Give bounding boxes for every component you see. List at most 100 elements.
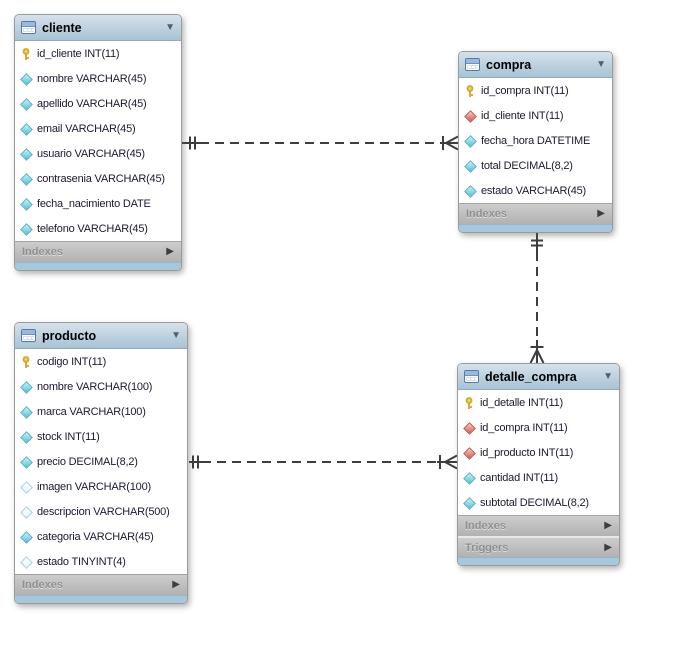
collapse-arrow-icon[interactable]: ▼ — [596, 58, 606, 70]
expand-arrow-icon: ▶ — [604, 520, 612, 531]
column-label: stock INT(11) — [37, 430, 100, 443]
section-label: Indexes — [22, 246, 63, 258]
columns-list: id_detalle INT(11) id_compra INT(11) id_… — [458, 390, 619, 515]
section-row[interactable]: Indexes ▶ — [459, 203, 612, 224]
entity-table-compra[interactable]: compra ▼ id_compra INT(11) id_cliente IN… — [458, 51, 613, 233]
table-header-detalle_compra[interactable]: detalle_compra ▼ — [458, 364, 619, 390]
foreign-key-icon — [464, 109, 477, 122]
column-row[interactable]: total DECIMAL(8,2) — [459, 153, 612, 178]
column-row[interactable]: id_cliente INT(11) — [459, 103, 612, 128]
columns-list: id_compra INT(11) id_cliente INT(11) fec… — [459, 78, 612, 203]
column-icon — [20, 97, 33, 110]
column-row[interactable]: estado VARCHAR(45) — [459, 178, 612, 203]
column-row[interactable]: marca VARCHAR(100) — [15, 399, 187, 424]
column-label: descripcion VARCHAR(500) — [37, 505, 170, 518]
column-row[interactable]: subtotal DECIMAL(8,2) — [458, 490, 619, 515]
foreign-key-icon — [463, 421, 476, 434]
relationship-producto-detalle_compra[interactable] — [189, 454, 458, 470]
collapse-arrow-icon[interactable]: ▼ — [165, 21, 175, 33]
column-row[interactable]: imagen VARCHAR(100) — [15, 474, 187, 499]
section-row[interactable]: Indexes ▶ — [15, 241, 181, 262]
column-icon — [464, 134, 477, 147]
column-row[interactable]: id_producto INT(11) — [458, 440, 619, 465]
column-row[interactable]: categoria VARCHAR(45) — [15, 524, 187, 549]
sections: Indexes ▶ — [459, 203, 612, 224]
column-label: precio DECIMAL(8,2) — [37, 455, 138, 468]
column-row[interactable]: fecha_hora DATETIME — [459, 128, 612, 153]
expand-arrow-icon: ▶ — [172, 579, 180, 590]
section-row[interactable]: Indexes ▶ — [15, 574, 187, 595]
column-icon — [20, 405, 33, 418]
column-label: codigo INT(11) — [37, 355, 107, 368]
sections: Indexes ▶ — [15, 241, 181, 262]
primary-key-icon — [20, 355, 33, 368]
column-label: categoria VARCHAR(45) — [37, 530, 154, 543]
column-icon — [20, 172, 33, 185]
table-header-producto[interactable]: producto ▼ — [15, 323, 187, 349]
column-row[interactable]: stock INT(11) — [15, 424, 187, 449]
column-icon — [464, 159, 477, 172]
column-label: contrasenia VARCHAR(45) — [37, 172, 165, 185]
column-row[interactable]: usuario VARCHAR(45) — [15, 141, 181, 166]
table-header-compra[interactable]: compra ▼ — [459, 52, 612, 78]
column-row[interactable]: nombre VARCHAR(100) — [15, 374, 187, 399]
column-label: estado VARCHAR(45) — [481, 184, 587, 197]
column-row[interactable]: id_compra INT(11) — [458, 415, 619, 440]
column-label: id_cliente INT(11) — [37, 47, 120, 60]
table-footer — [458, 557, 619, 565]
column-label: apellido VARCHAR(45) — [37, 97, 147, 110]
column-row[interactable]: nombre VARCHAR(45) — [15, 66, 181, 91]
collapse-arrow-icon[interactable]: ▼ — [603, 370, 613, 382]
table-footer — [15, 595, 187, 603]
section-row[interactable]: Triggers ▶ — [458, 536, 619, 557]
column-row[interactable]: estado TINYINT(4) — [15, 549, 187, 574]
table-icon — [21, 329, 36, 342]
column-row[interactable]: cantidad INT(11) — [458, 465, 619, 490]
column-label: email VARCHAR(45) — [37, 122, 136, 135]
column-label: cantidad INT(11) — [480, 471, 558, 484]
column-label: fecha_hora DATETIME — [481, 134, 591, 147]
collapse-arrow-icon[interactable]: ▼ — [171, 329, 181, 341]
column-icon — [20, 430, 33, 443]
column-label: id_detalle INT(11) — [480, 396, 564, 409]
column-label: id_compra INT(11) — [481, 84, 569, 97]
column-row[interactable]: id_detalle INT(11) — [458, 390, 619, 415]
section-row[interactable]: Indexes ▶ — [458, 515, 619, 536]
column-row[interactable]: codigo INT(11) — [15, 349, 187, 374]
primary-key-icon — [464, 84, 477, 97]
table-header-cliente[interactable]: cliente ▼ — [15, 15, 181, 41]
entity-table-producto[interactable]: producto ▼ codigo INT(11) nombre VARCHAR… — [14, 322, 188, 604]
column-row[interactable]: contrasenia VARCHAR(45) — [15, 166, 181, 191]
table-footer — [15, 262, 181, 270]
column-label: usuario VARCHAR(45) — [37, 147, 145, 160]
section-label: Indexes — [466, 208, 507, 220]
column-row[interactable]: descripcion VARCHAR(500) — [15, 499, 187, 524]
entity-table-detalle_compra[interactable]: detalle_compra ▼ id_detalle INT(11) id_c… — [457, 363, 620, 566]
column-row[interactable]: fecha_nacimiento DATE — [15, 191, 181, 216]
column-label: fecha_nacimiento DATE — [37, 197, 151, 210]
entity-table-cliente[interactable]: cliente ▼ id_cliente INT(11) nombre VARC… — [14, 14, 182, 271]
column-label: marca VARCHAR(100) — [37, 405, 146, 418]
column-row[interactable]: precio DECIMAL(8,2) — [15, 449, 187, 474]
expand-arrow-icon: ▶ — [604, 541, 612, 553]
column-label: estado TINYINT(4) — [37, 555, 126, 568]
primary-key-icon — [20, 47, 33, 60]
column-icon — [463, 496, 476, 509]
table-title: detalle_compra — [485, 369, 577, 384]
foreign-key-icon — [463, 446, 476, 459]
column-row[interactable]: id_compra INT(11) — [459, 78, 612, 103]
section-label: Indexes — [465, 520, 506, 532]
columns-list: id_cliente INT(11) nombre VARCHAR(45) ap… — [15, 41, 181, 241]
column-icon — [463, 471, 476, 484]
column-icon — [20, 222, 33, 235]
column-row[interactable]: telefono VARCHAR(45) — [15, 216, 181, 241]
column-row[interactable]: apellido VARCHAR(45) — [15, 91, 181, 116]
column-label: total DECIMAL(8,2) — [481, 159, 573, 172]
column-row[interactable]: email VARCHAR(45) — [15, 116, 181, 141]
table-title: compra — [486, 57, 532, 72]
relationship-cliente-compra[interactable] — [182, 135, 459, 151]
relationship-compra-detalle_compra[interactable] — [529, 233, 545, 364]
column-row[interactable]: id_cliente INT(11) — [15, 41, 181, 66]
primary-key-icon — [463, 396, 476, 409]
